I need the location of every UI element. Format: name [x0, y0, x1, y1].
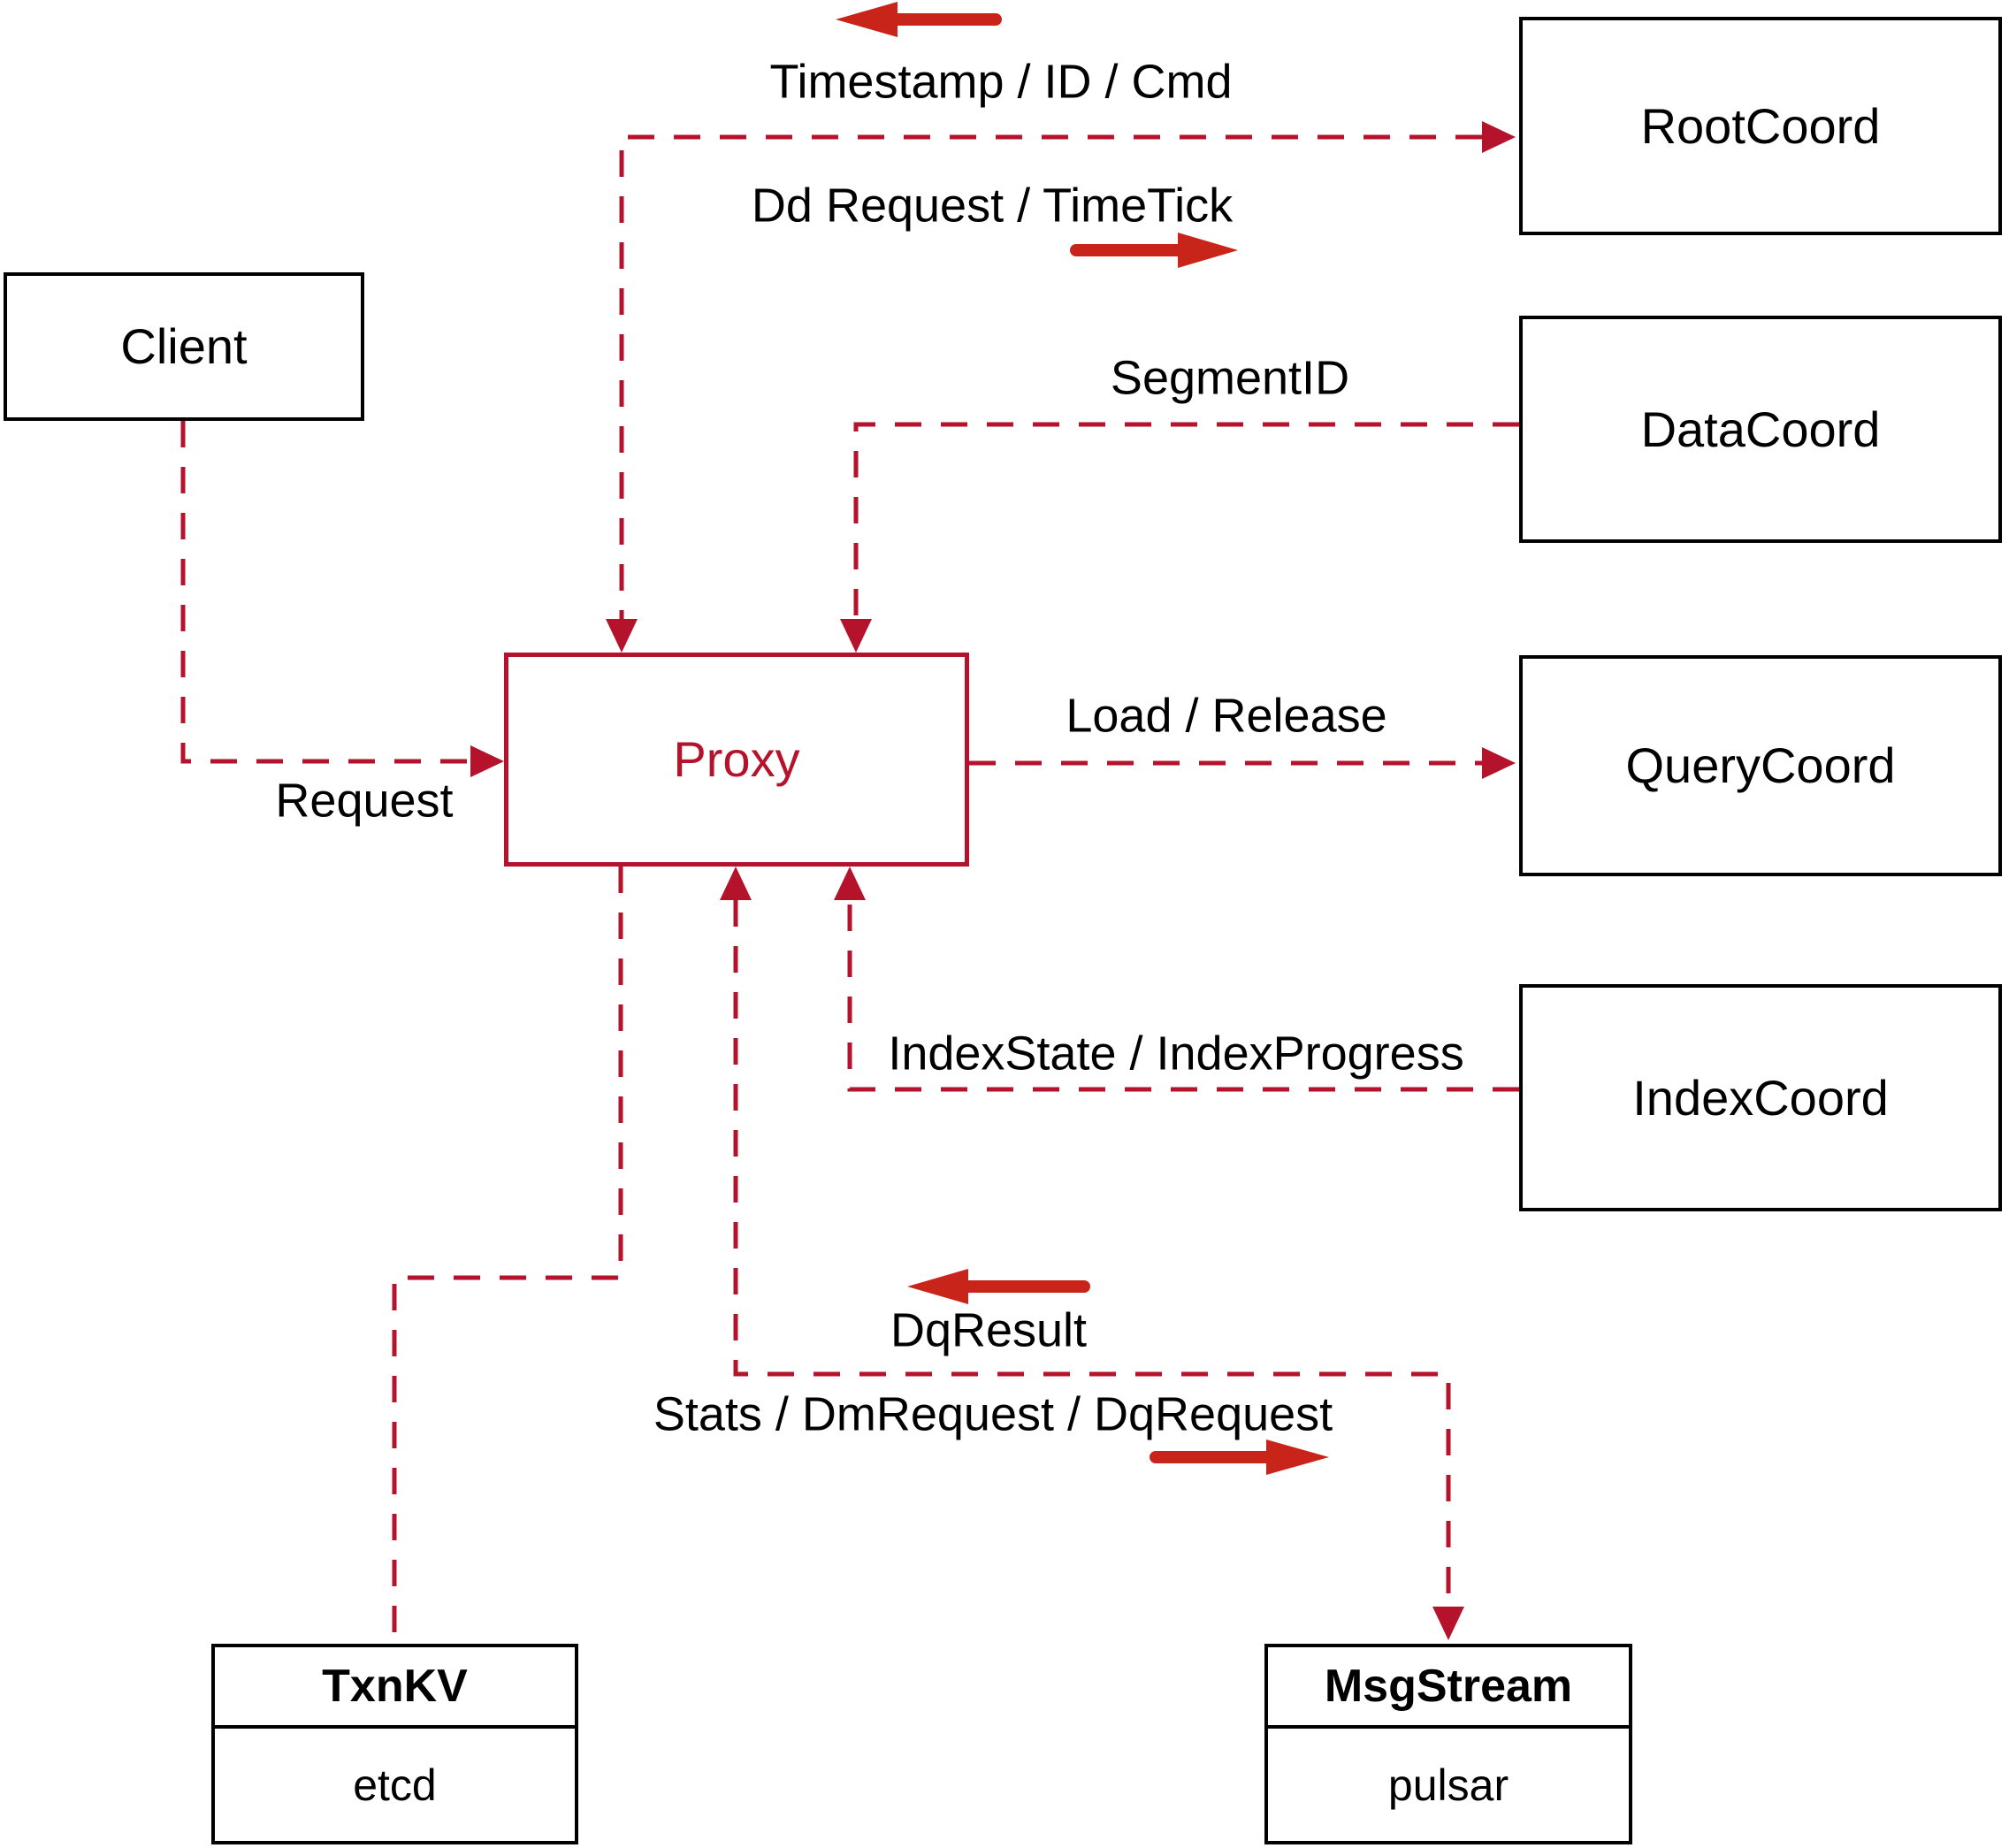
label-timestamp-id-cmd: Timestamp / ID / Cmd: [769, 55, 1233, 109]
arrowhead-down-icon: [1432, 1607, 1464, 1640]
edge-proxy-querycoord: [969, 747, 1516, 779]
edge-indexcoord-proxy: [834, 867, 1519, 1092]
node-client-label: Client: [120, 318, 248, 374]
label-indexstate-indexprogress: IndexState / IndexProgress: [888, 1027, 1464, 1081]
edge-client-proxy: [180, 421, 504, 777]
arrowhead-up-icon: [834, 867, 866, 900]
edge-proxy-msgstream: [720, 867, 1464, 1640]
label-segmentid: SegmentID: [1110, 351, 1350, 405]
txnkv-title: TxnKV: [215, 1647, 575, 1729]
label-request: Request: [275, 774, 454, 828]
msgstream-impl: pulsar: [1387, 1760, 1509, 1810]
label-stats-dmrequest-dqrequest: Stats / DmRequest / DqRequest: [653, 1387, 1333, 1441]
arrow-right-icon: [1150, 1439, 1329, 1475]
node-rootcoord-label: RootCoord: [1640, 97, 1881, 154]
node-indexcoord: IndexCoord: [1519, 984, 2002, 1211]
node-txnkv: TxnKV etcd: [211, 1644, 578, 1844]
arrow-left-icon: [836, 2, 1002, 37]
node-msgstream: MsgStream pulsar: [1264, 1644, 1632, 1844]
node-datacoord: DataCoord: [1519, 316, 2002, 543]
arrowhead-right-icon: [470, 745, 504, 777]
node-indexcoord-label: IndexCoord: [1632, 1069, 1889, 1126]
edge-proxy-txnkv: [392, 867, 623, 1642]
arrowhead-right-icon: [1482, 121, 1516, 153]
node-proxy-label: Proxy: [673, 731, 800, 787]
node-querycoord-label: QueryCoord: [1625, 737, 1896, 793]
node-proxy: Proxy: [504, 653, 969, 867]
node-client: Client: [4, 272, 364, 421]
arrowhead-up-icon: [720, 867, 752, 900]
edge-proxy-rootcoord: [606, 121, 1516, 653]
label-dqresult: DqResult: [890, 1303, 1088, 1357]
txnkv-impl: etcd: [353, 1760, 437, 1810]
node-querycoord: QueryCoord: [1519, 655, 2002, 876]
arrowhead-right-icon: [1482, 747, 1516, 779]
arrowhead-down-icon: [840, 619, 872, 653]
label-load-release: Load / Release: [1066, 689, 1387, 743]
msgstream-title: MsgStream: [1268, 1647, 1629, 1729]
arrow-left-icon: [907, 1269, 1090, 1304]
node-rootcoord: RootCoord: [1519, 17, 2002, 235]
label-dd-request-timetick: Dd Request / TimeTick: [751, 179, 1234, 233]
arrowhead-down-icon: [606, 619, 638, 653]
node-datacoord-label: DataCoord: [1640, 401, 1881, 457]
edge-datacoord-proxy: [840, 422, 1519, 653]
arrow-right-icon: [1070, 233, 1238, 268]
